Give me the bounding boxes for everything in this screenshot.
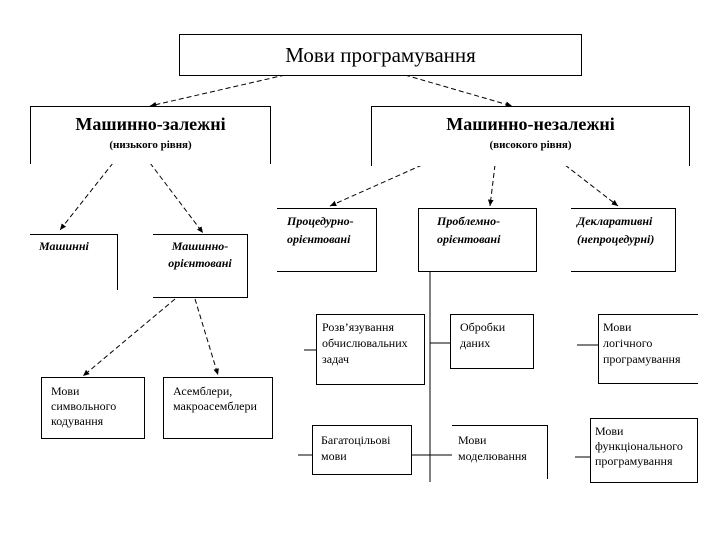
symbolic-line-1: Мови <box>51 384 80 398</box>
multipurpose-line-1: Багатоцільові <box>321 433 391 447</box>
multipurpose-line-2: мови <box>321 449 347 463</box>
machine-oriented-line-1: Машинно- <box>171 239 229 253</box>
machine-independent-title: Машинно-незалежні <box>446 114 615 134</box>
computational-box: Розв’язування обчислювальних задач <box>316 314 425 385</box>
arrow-to-assemblers <box>194 298 219 376</box>
machine-label: Машинні <box>39 239 89 253</box>
problem-box: Проблемно- орієнтовані <box>418 208 537 272</box>
arrow-to-procedural <box>329 164 423 207</box>
procedural-line-2: орієнтовані <box>287 232 351 246</box>
declarative-line-1: Декларативні <box>577 214 653 228</box>
modeling-box: Мови моделювання <box>452 425 548 479</box>
problem-line-1: Проблемно- <box>437 214 501 228</box>
machine-box: Машинні <box>30 234 118 290</box>
data-processing-box: Обробки даних <box>450 314 534 369</box>
computational-line-1: Розв’язування <box>322 320 394 334</box>
modeling-line-1: Мови <box>458 433 487 447</box>
machine-independent-box: Машинно-незалежні (високого рівня) <box>371 106 690 166</box>
functional-line-2: функціонального <box>595 439 683 453</box>
problem-line-2: орієнтовані <box>437 232 501 246</box>
root-title: Мови програмування <box>285 43 476 67</box>
declarative-line-2: (непроцедурні) <box>577 232 655 246</box>
symbolic-line-2: символьного <box>51 399 117 413</box>
arrow-to-machine <box>59 162 114 231</box>
computational-line-3: задач <box>322 352 350 366</box>
assemblers-box: Асемблери, макроасемблери <box>163 377 273 439</box>
machine-oriented-line-2: орієнтовані <box>168 256 232 270</box>
machine-independent-subtitle: (високого рівня) <box>489 139 572 151</box>
symbolic-box: Мови символьного кодування <box>41 377 145 439</box>
arrow-to-symbolic <box>82 298 176 377</box>
procedural-box: Процедурно- орієнтовані <box>277 208 377 272</box>
logic-line-1: Мови <box>603 320 632 334</box>
arrow-root-to-machine-independent <box>404 74 513 107</box>
logic-line-3: програмування <box>603 352 681 366</box>
assemblers-line-1: Асемблери, <box>173 384 233 398</box>
assemblers-line-2: макроасемблери <box>173 399 257 413</box>
machine-dependent-title: Машинно-залежні <box>75 114 226 134</box>
functional-box: Мови функціонального програмування <box>590 418 698 483</box>
arrow-to-oriented <box>149 162 204 234</box>
machine-dependent-subtitle: (низького рівня) <box>109 139 192 151</box>
computational-line-2: обчислювальних <box>322 336 408 350</box>
multipurpose-box: Багатоцільові мови <box>312 425 412 475</box>
modeling-line-2: моделювання <box>458 449 527 463</box>
symbolic-line-3: кодування <box>51 414 104 428</box>
machine-oriented-box: Машинно- орієнтовані <box>153 234 248 298</box>
machine-dependent-box: Машинно-залежні (низького рівня) <box>30 106 271 164</box>
declarative-box: Декларативні (непроцедурні) <box>571 208 676 272</box>
functional-line-1: Мови <box>595 424 624 438</box>
procedural-line-1: Процедурно- <box>287 214 354 228</box>
logic-line-2: логічного <box>603 336 653 350</box>
functional-line-3: програмування <box>595 454 673 468</box>
logic-box: Мови логічного програмування <box>598 314 698 384</box>
data-processing-line-2: даних <box>460 336 491 350</box>
data-processing-line-1: Обробки <box>460 320 506 334</box>
arrow-to-problem <box>487 164 496 207</box>
arrow-root-to-machine-dependent <box>149 74 286 108</box>
root-box: Мови програмування <box>179 34 582 76</box>
arrow-to-declarative <box>564 164 619 207</box>
